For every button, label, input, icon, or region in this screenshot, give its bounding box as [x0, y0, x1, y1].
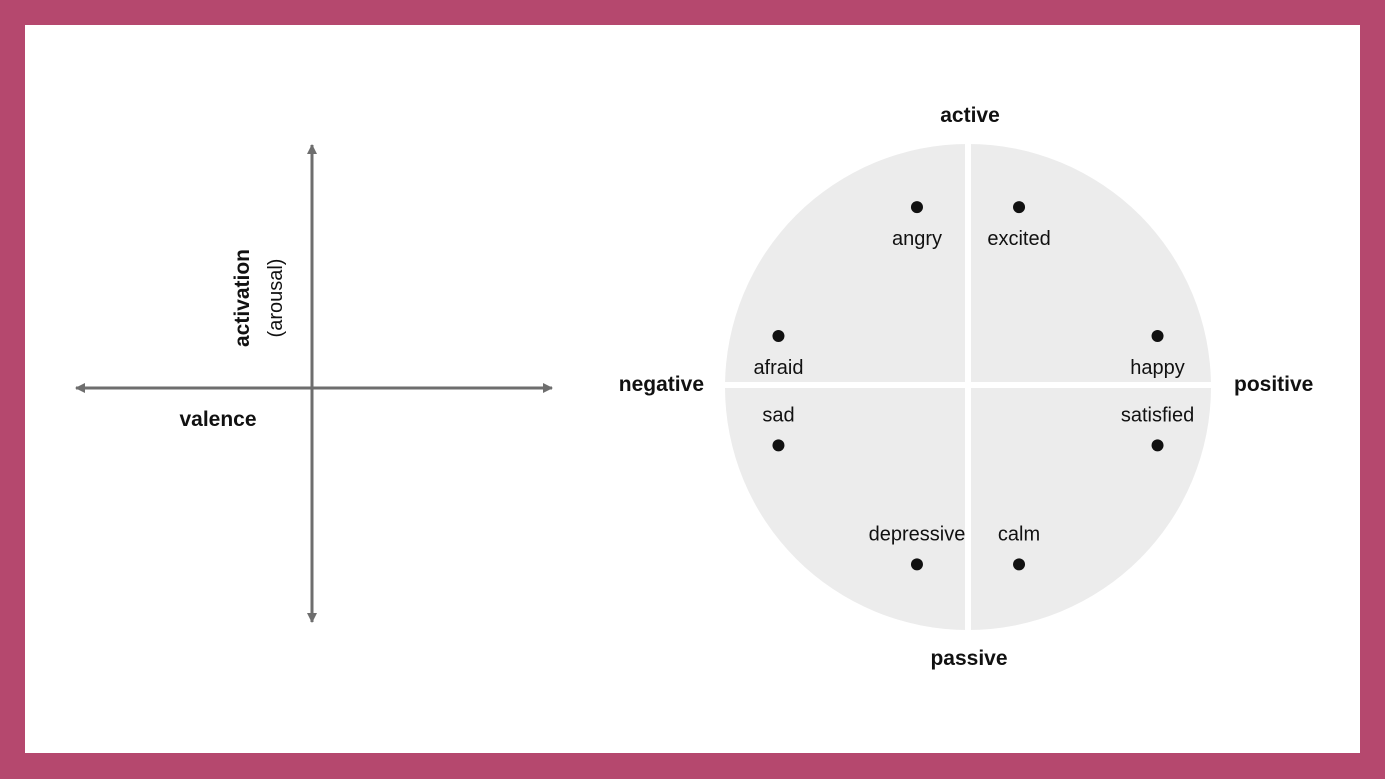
- valence-activation-axes: valence activation (arousal): [75, 144, 553, 623]
- emotion-label-afraid: afraid: [753, 357, 803, 379]
- emotion-label-calm: calm: [998, 523, 1040, 545]
- pole-negative: negative: [619, 373, 704, 396]
- emotion-points: angry excited afraid happy sad satisfied depre…: [753, 201, 1194, 571]
- emotion-label-happy: happy: [1130, 357, 1185, 379]
- pole-passive: passive: [930, 647, 1007, 670]
- valence-label: valence: [179, 408, 256, 431]
- emotion-label-excited: excited: [987, 228, 1050, 250]
- emotion-dot-excited: [1013, 201, 1026, 214]
- emotion-dot-sad: [772, 439, 785, 452]
- pole-active: active: [940, 104, 1000, 127]
- emotion-dot-afraid: [772, 329, 785, 342]
- emotion-dot-happy: [1151, 329, 1164, 342]
- emotion-dot-satisfied: [1151, 439, 1164, 452]
- emotion-label-depressive: depressive: [869, 523, 966, 545]
- emotion-dot-calm: [1013, 558, 1026, 571]
- emotion-label-angry: angry: [892, 228, 942, 250]
- emotion-dot-angry: [910, 201, 923, 214]
- activation-label: activation: [231, 249, 254, 347]
- arousal-label: (arousal): [265, 259, 287, 338]
- emotion-label-sad: sad: [762, 404, 794, 426]
- emotion-label-satisfied: satisfied: [1121, 404, 1194, 426]
- pole-positive: positive: [1234, 373, 1313, 396]
- circumplex: active passive negative positive angry ex…: [619, 104, 1314, 670]
- emotion-dot-depressive: [910, 558, 923, 571]
